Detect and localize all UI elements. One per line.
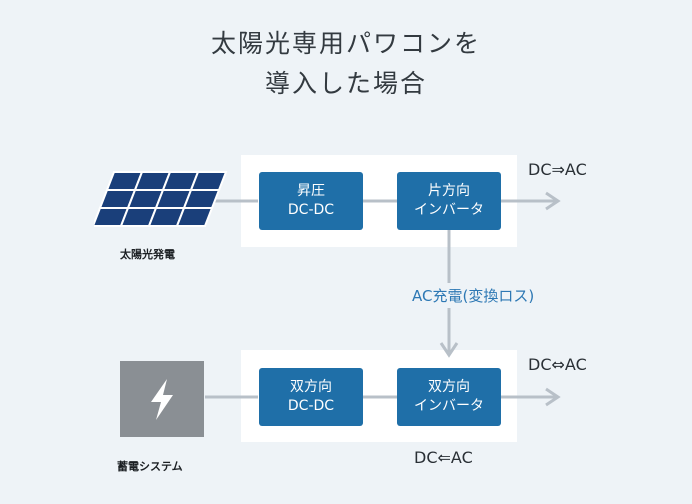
bidirectional-dcdc-line1: 双方向 (290, 379, 332, 395)
bottom-output-label: DC⇔AC (528, 355, 587, 374)
page-title: 太陽光専用パワコンを 導入した場合 (0, 24, 692, 104)
unidirectional-inverter-line1: 片方向 (428, 183, 470, 199)
battery-label: 蓄電システム (117, 460, 183, 473)
boost-dcdc-line2: DC-DC (287, 202, 335, 218)
solar-panel-icon (94, 171, 228, 227)
boost-dcdc-box: 昇圧 DC-DC (259, 172, 363, 230)
bidirectional-dcdc-box: 双方向 DC-DC (259, 368, 363, 426)
unidirectional-inverter-line2: インバータ (414, 202, 484, 218)
bottom-under-label: DC⇐AC (414, 448, 473, 467)
unidirectional-inverter-box: 片方向 インバータ (397, 172, 501, 230)
bidirectional-inverter-line1: 双方向 (428, 379, 470, 395)
lightning-bolt-icon (120, 361, 204, 437)
boost-dcdc-line1: 昇圧 (297, 183, 325, 199)
bidirectional-dcdc-line2: DC-DC (287, 398, 335, 414)
ac-charge-arrow-head (439, 342, 459, 358)
solar-label: 太陽光発電 (120, 248, 175, 261)
bottom-output-arrow-head (545, 387, 561, 407)
title-line-2: 導入した場合 (264, 69, 427, 98)
top-output-label: DC⇒AC (528, 160, 587, 179)
top-output-arrow-head (545, 191, 561, 211)
ac-charge-label: AC充電(変換ロス) (408, 283, 539, 308)
bidirectional-inverter-line2: インバータ (414, 398, 484, 414)
bidirectional-inverter-box: 双方向 インバータ (397, 368, 501, 426)
title-line-1: 太陽光専用パワコンを (210, 29, 481, 58)
